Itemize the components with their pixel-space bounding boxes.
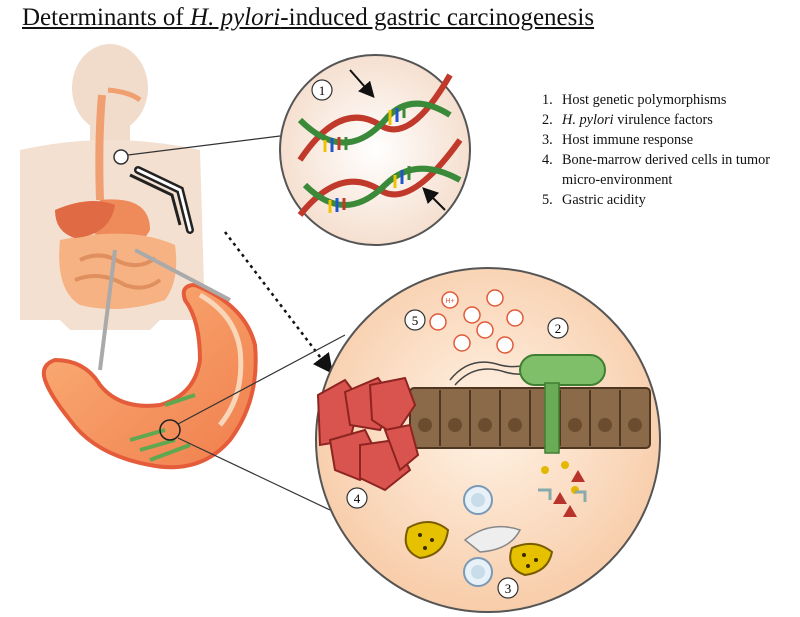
macrophages: [404, 521, 554, 577]
marker-4-label: 4: [354, 491, 361, 506]
marker-3-label: 3: [505, 581, 512, 596]
determinants-legend: 1.Host genetic polymorphisms 2.H. pylori…: [542, 90, 792, 210]
connector-line: [127, 134, 289, 156]
legend-item: 1.Host genetic polymorphisms: [542, 92, 727, 108]
mutation-arrow: [422, 187, 446, 211]
connector-line: [98, 249, 117, 371]
zoom-site: [159, 419, 181, 441]
human-body: [20, 44, 205, 330]
virulence-particles: [538, 461, 587, 517]
marker-4: [346, 487, 368, 509]
intestines: [59, 233, 177, 309]
marker-5-label: 5: [412, 313, 419, 328]
tumor-cells: [316, 376, 420, 492]
marker-2-label: 2: [555, 321, 562, 336]
marker-1: [311, 79, 333, 101]
dna-circle: 1: [279, 54, 471, 246]
stomach: [41, 282, 258, 470]
proton-label: H+: [445, 298, 454, 305]
dotted-arrow: [224, 231, 334, 374]
connector-line: [177, 437, 331, 511]
immune-cells: [463, 485, 522, 587]
marker-2: [547, 317, 569, 339]
h-pylori-bacterium: [519, 354, 606, 454]
connector-line: [177, 334, 346, 425]
marker-1-label: 1: [319, 83, 326, 98]
epithelium: [409, 387, 651, 449]
legend-item: 3.Host immune response: [542, 132, 694, 148]
tissue-circle: H+ 5 2: [315, 267, 661, 613]
figure-title: Determinants of H. pylori-induced gastri…: [22, 4, 595, 31]
legend-item: 5.Gastric acidity: [542, 192, 646, 208]
endoscope: [129, 166, 194, 234]
legend-item: 2.H. pylori virulence factors: [542, 112, 713, 128]
legend-item: 4.Bone-marrow derived cells in tumor mic…: [542, 152, 771, 188]
mutation-arrow: [349, 69, 375, 99]
marker-5: [404, 309, 426, 331]
connector-line: [134, 248, 231, 302]
site-marker: [113, 149, 129, 165]
marker-3: [497, 577, 519, 599]
proton-cluster: H+: [429, 289, 524, 354]
